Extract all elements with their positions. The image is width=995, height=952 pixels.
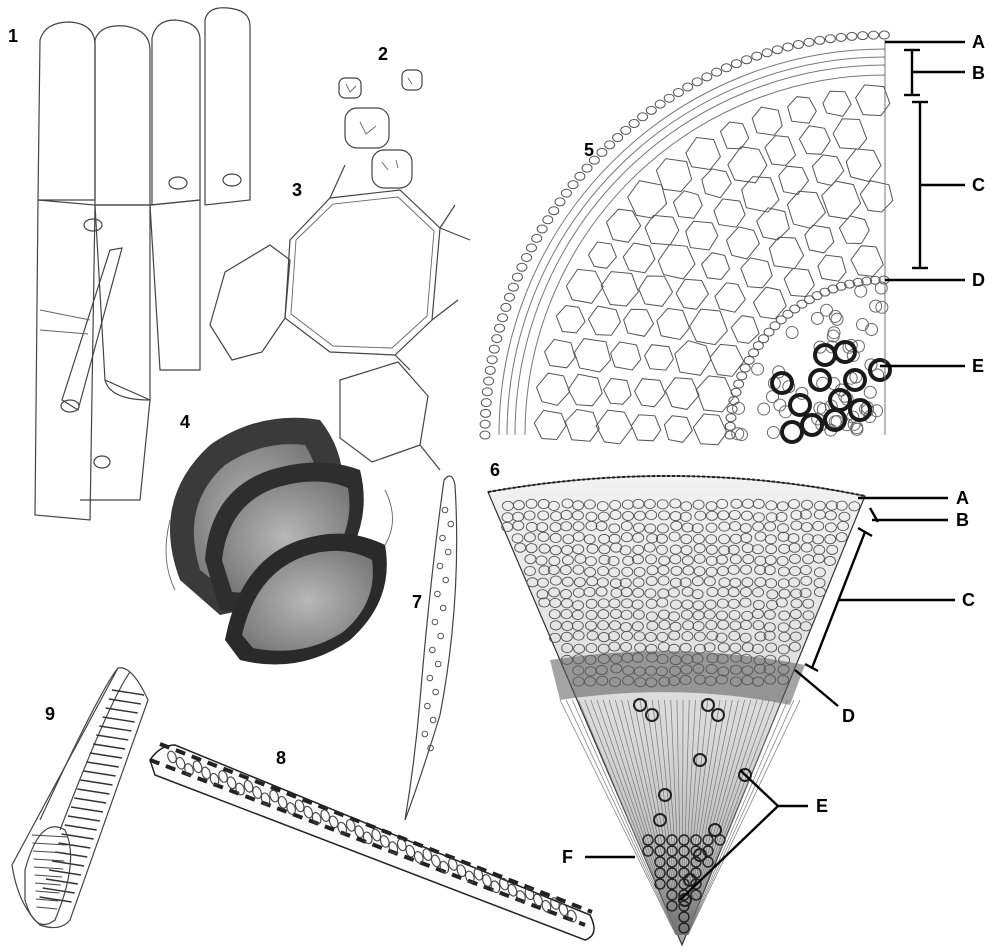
figure-number-1: 1 xyxy=(8,26,18,46)
fig5-label-d: D xyxy=(972,270,985,290)
figure-5-leaders xyxy=(880,42,965,366)
figure-8-pitted-vessel xyxy=(150,744,594,940)
figure-number-2: 2 xyxy=(378,44,388,64)
figure-number-4: 4 xyxy=(180,412,190,432)
fig5-label-a: A xyxy=(972,32,985,52)
fig6-label-e: E xyxy=(816,796,828,816)
fig6-label-f: F xyxy=(562,847,573,867)
fig6-label-a: A xyxy=(956,488,969,508)
figure-number-5: 5 xyxy=(584,140,594,160)
figure-number-6: 6 xyxy=(490,460,500,480)
fig6-label-c: C xyxy=(962,590,975,610)
figure-number-3: 3 xyxy=(292,180,302,200)
fig6-label-b: B xyxy=(956,510,969,530)
fig5-label-e: E xyxy=(972,356,984,376)
figure-number-8: 8 xyxy=(276,748,286,768)
figure-2-starch-grains xyxy=(339,70,422,188)
figure-9-scalariform-vessel xyxy=(12,668,148,928)
fig6-label-d: D xyxy=(842,706,855,726)
figure-7-fiber xyxy=(405,476,457,820)
figure-3-parenchyma xyxy=(210,165,470,470)
fig5-label-b: B xyxy=(972,63,985,83)
figure-4-stone-cells xyxy=(166,418,393,665)
figure-number-7: 7 xyxy=(412,592,422,612)
figure-number-9: 9 xyxy=(45,704,55,724)
fig5-label-c: C xyxy=(972,175,985,195)
figure-5-stem-section xyxy=(480,31,893,445)
figure-6-root-section xyxy=(488,476,865,945)
